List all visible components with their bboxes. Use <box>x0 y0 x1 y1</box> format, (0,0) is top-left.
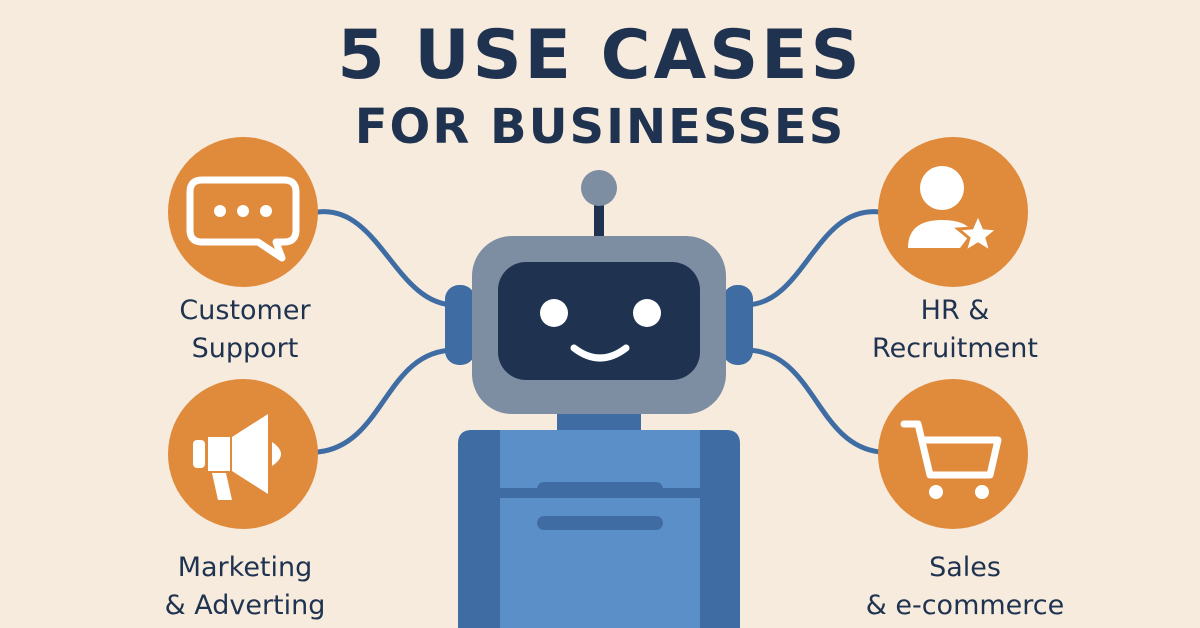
label-line: HR & <box>920 295 990 326</box>
robot <box>445 170 753 628</box>
robot-chest-line-2 <box>537 516 663 530</box>
robot-left-eye <box>540 299 568 327</box>
connector-marketing <box>315 347 458 455</box>
robot-left-ear <box>445 285 475 365</box>
customer-support-badge <box>168 137 318 287</box>
chat-bubble-icon <box>186 176 300 262</box>
label-line: Support <box>191 333 299 364</box>
robot-right-eye <box>633 299 661 327</box>
label-line: Sales <box>929 552 1001 583</box>
label-line: Marketing <box>177 552 313 583</box>
robot-chest-line-1 <box>537 482 663 496</box>
megaphone-icon <box>193 414 281 500</box>
label-line: Customer <box>179 295 311 326</box>
robot-smile <box>570 344 630 362</box>
connector-lines <box>315 209 883 455</box>
marketing-badge <box>168 379 318 529</box>
title-line-1: 5 USE CASES <box>337 16 863 95</box>
use-case-customer-support-label: Customer Support <box>140 292 350 368</box>
connector-hr <box>742 209 883 308</box>
use-case-sales-label: Sales & e-commerce <box>830 549 1100 625</box>
sales-badge <box>878 379 1028 529</box>
person-star-icon <box>908 166 1002 256</box>
robot-face-screen <box>498 262 700 380</box>
robot-right-ear <box>723 285 753 365</box>
title-line-2: FOR BUSINESSES <box>354 99 846 155</box>
connector-sales <box>742 347 883 455</box>
robot-antenna-ball <box>581 170 617 206</box>
shopping-cart-icon <box>900 420 1002 499</box>
robot-body-shade-left <box>458 430 500 628</box>
label-line: & Adverting <box>164 590 326 621</box>
use-case-marketing-label: Marketing & Adverting <box>125 549 365 625</box>
label-line: Recruitment <box>872 333 1038 364</box>
hr-badge <box>878 137 1028 287</box>
use-case-hr-label: HR & Recruitment <box>830 292 1080 368</box>
robot-antenna-stem <box>594 196 604 236</box>
robot-body-shade-right <box>700 430 740 628</box>
label-line: & e-commerce <box>865 590 1065 621</box>
connector-customer <box>315 209 458 308</box>
